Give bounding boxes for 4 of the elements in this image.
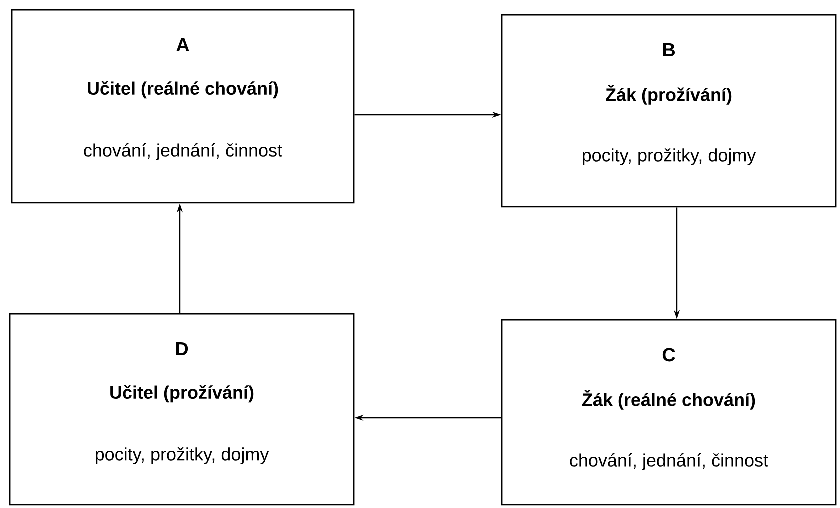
process-box: A Učitel (reálné chování) chování, jednání, činnost <box>11 9 355 204</box>
process-box: B Žák (prožívání) pocity, prožitky, dojmy <box>501 14 837 208</box>
process-box: D Učitel (prožívání) pocity, prožitky, dojmy <box>9 313 355 506</box>
process-box: C Žák (reálné chování) chování, jednání, činnost <box>501 319 837 506</box>
